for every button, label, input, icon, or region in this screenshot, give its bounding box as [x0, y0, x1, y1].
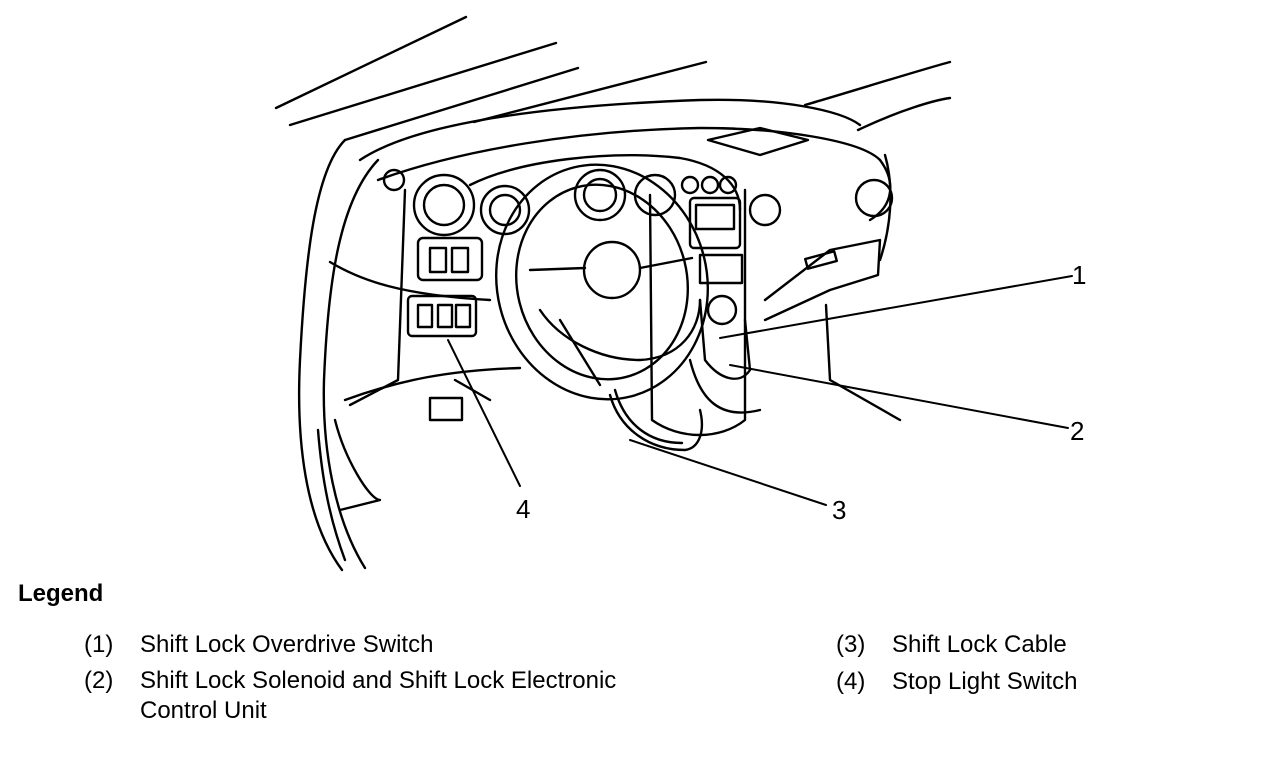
windshield-edge — [288, 41, 558, 127]
legend-number: (1) — [84, 631, 114, 658]
right-vent — [854, 178, 894, 218]
center-knob — [700, 175, 720, 195]
windshield-edge — [274, 15, 468, 110]
floor-line — [824, 303, 902, 422]
leader-line-4 — [447, 339, 521, 487]
knee-panel — [343, 366, 522, 402]
legend-text: Shift Lock Overdrive Switch — [140, 631, 434, 658]
leader-line-1 — [719, 275, 1073, 339]
gauge — [488, 193, 522, 227]
dash-left-lower — [328, 260, 492, 302]
legend-number: (4) — [836, 668, 866, 695]
radio — [688, 196, 742, 250]
cluster-hood — [468, 154, 742, 212]
left-vent — [422, 183, 466, 227]
legend-number: (3) — [836, 631, 866, 658]
center-knob — [718, 175, 738, 195]
dash-right-edge — [878, 153, 892, 262]
a-pillar — [322, 158, 380, 570]
windshield-edge — [343, 66, 580, 142]
gauge — [582, 177, 618, 213]
left-vent — [412, 173, 476, 237]
hvac-controls — [698, 253, 744, 285]
steering-spoke — [638, 256, 694, 270]
defroster-vent — [706, 126, 810, 157]
leader-line-3 — [629, 439, 827, 506]
steering-spoke — [528, 266, 587, 272]
switch — [428, 246, 448, 274]
steering-hub — [582, 240, 642, 300]
legend-heading: Legend — [18, 580, 104, 607]
steering-wheel — [494, 163, 710, 401]
center-stack — [648, 188, 747, 437]
steering-wheel — [514, 183, 690, 381]
shift-lock-cable — [613, 388, 684, 445]
switch — [416, 303, 434, 329]
legend-text-continuation: Control Unit — [140, 697, 267, 724]
shift-lock-cable — [608, 393, 704, 452]
a-pillar — [297, 138, 347, 572]
gauge — [479, 184, 531, 236]
dashboard-illustration — [274, 15, 1073, 572]
switch — [454, 303, 472, 329]
glovebox-handle — [804, 250, 838, 270]
glovebox — [763, 238, 882, 322]
legend-text: Shift Lock Cable — [892, 631, 1067, 658]
legend-text: Stop Light Switch — [892, 668, 1078, 695]
switch-panel — [416, 236, 484, 282]
door-sill — [316, 428, 347, 562]
dash-top-edge — [856, 96, 952, 132]
console — [688, 358, 762, 414]
legend-text: Shift Lock Solenoid and Shift Lock Elect… — [140, 667, 617, 694]
brake-pedal — [428, 396, 464, 422]
shift-knob — [706, 294, 738, 326]
lower-trim — [333, 418, 382, 512]
callout-1: 1 — [1072, 260, 1087, 290]
radio-display — [694, 203, 736, 231]
leader-line-2 — [729, 364, 1069, 429]
callout-4: 4 — [516, 494, 531, 524]
legend-number: (2) — [84, 667, 114, 694]
shift-lever — [698, 298, 752, 380]
dash-left-frame — [348, 188, 407, 407]
dash-cover — [358, 98, 862, 162]
callout-3: 3 — [832, 495, 847, 525]
center-knob — [680, 175, 700, 195]
steering-column — [538, 298, 702, 362]
windshield-edge — [472, 60, 708, 124]
side-vent — [382, 168, 406, 192]
switch — [450, 246, 470, 274]
callout-2: 2 — [1070, 416, 1085, 446]
steering-column — [558, 318, 602, 387]
dash-cover — [376, 126, 892, 222]
dash-top-edge — [803, 60, 952, 107]
switch — [436, 303, 454, 329]
right-vent — [748, 193, 782, 227]
gauge — [573, 168, 627, 222]
